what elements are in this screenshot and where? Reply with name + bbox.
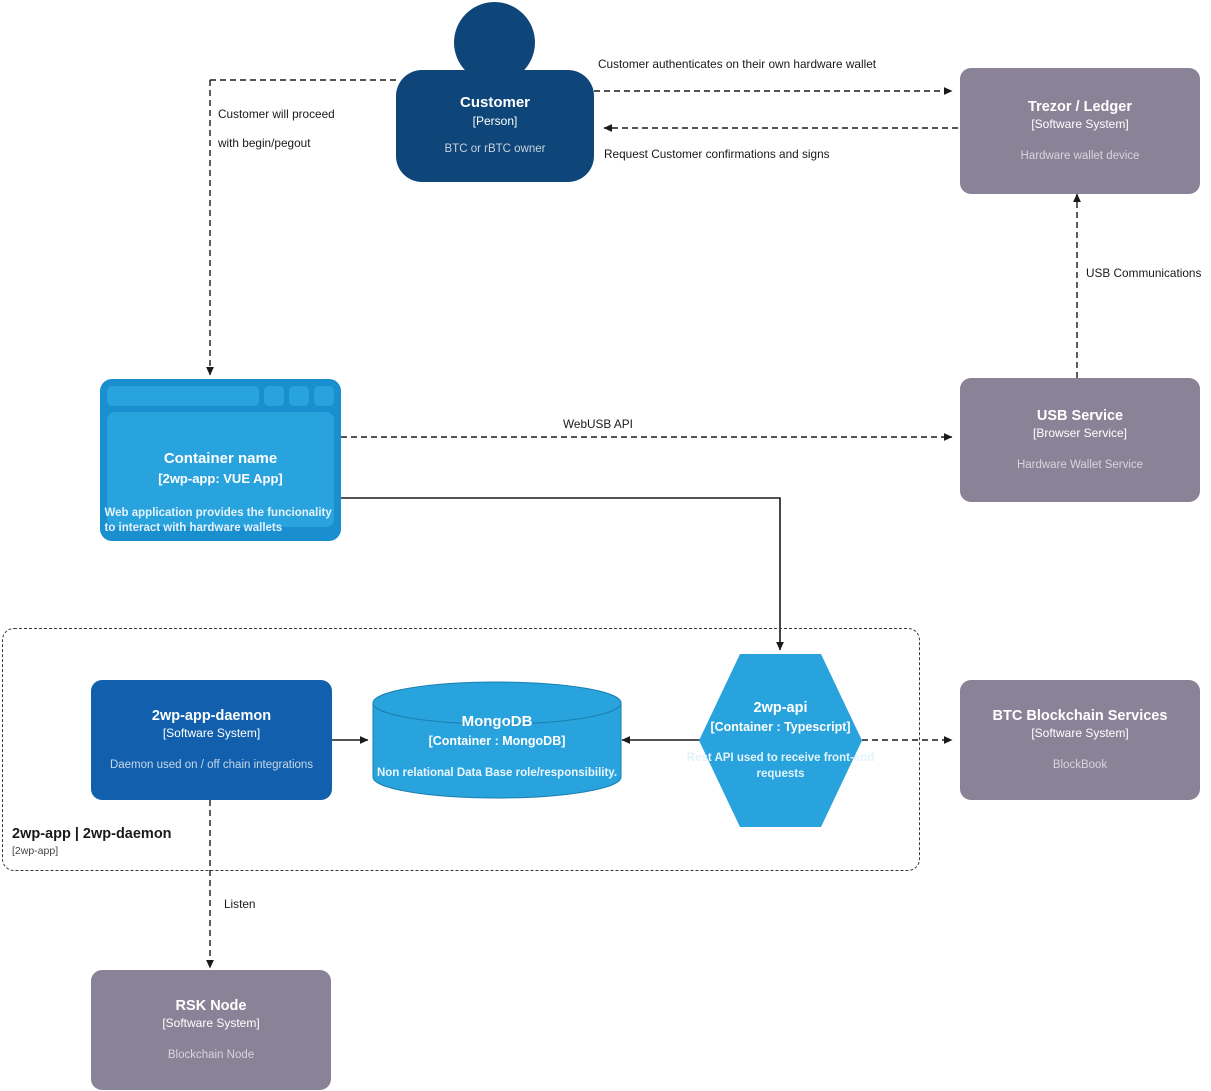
node-desc: Rest API used to receive front-end reque… (686, 752, 875, 780)
browser-title-bar (107, 386, 334, 406)
node-tech: [Software System] (162, 1016, 260, 1030)
node-tech: [Person] (472, 113, 518, 128)
node-vue-app[interactable]: Container name [2wp-app: VUE App] Web ap… (100, 379, 341, 541)
boundary-2wp-app (2, 628, 920, 871)
edge-label-customer-proceed-line2: with begin/pegout (218, 136, 311, 150)
edge-label-customer-proceed-line1: Customer will proceed (218, 107, 335, 121)
node-title: BTC Blockchain Services (992, 707, 1168, 724)
node-2wp-api[interactable]: 2wp-api [Container : Typescript] Rest AP… (687, 653, 874, 828)
node-title: 2wp-api (753, 699, 808, 716)
edge-label-usb-communications: USB Communications (1086, 266, 1202, 280)
node-tech: [Container : Typescript] (710, 719, 851, 734)
node-trezor-ledger[interactable]: Trezor / Ledger [Software System] Hardwa… (960, 68, 1200, 194)
node-tech: [Software System] (162, 726, 261, 740)
edge-label-customer-authenticates: Customer authenticates on their own hard… (598, 57, 877, 71)
node-title: Container name (163, 450, 278, 467)
node-title: USB Service (1036, 407, 1124, 424)
edge-label-listen: Listen (224, 897, 256, 911)
node-desc: Web application provides the funcionalit… (104, 506, 332, 535)
boundary-label: 2wp-app | 2wp-daemon [2wp-app] (12, 826, 172, 857)
edge-label-request-confirmations: Request Customer confirmations and signs (604, 147, 830, 161)
node-usb-service[interactable]: USB Service [Browser Service] Hardware W… (960, 378, 1200, 502)
node-desc: BTC or rBTC owner (444, 143, 546, 156)
node-mongodb-text: MongoDB [Container : MongoDB] Non relati… (372, 681, 622, 799)
node-2wp-api-text: 2wp-api [Container : Typescript] Rest AP… (687, 653, 874, 828)
browser-button-1-icon[interactable] (264, 386, 284, 406)
browser-button-2-icon[interactable] (289, 386, 309, 406)
node-tech: [2wp-app: VUE App] (158, 470, 283, 486)
node-desc: BlockBook (1052, 758, 1108, 771)
node-btc-blockchain-services[interactable]: BTC Blockchain Services [Software System… (960, 680, 1200, 800)
node-mongodb[interactable]: MongoDB [Container : MongoDB] Non relati… (372, 681, 622, 799)
boundary-name: 2wp-app | 2wp-daemon (12, 826, 172, 842)
node-tech: [Browser Service] (1032, 426, 1128, 440)
boundary-tech: [2wp-app] (12, 845, 59, 857)
browser-content: Container name [2wp-app: VUE App] Web ap… (105, 412, 334, 534)
node-title: MongoDB (461, 712, 533, 730)
node-desc: Daemon used on / off chain integrations (109, 758, 314, 771)
person-head-icon (454, 2, 535, 83)
node-title: Trezor / Ledger (1028, 98, 1132, 115)
cylinder-shape-icon (372, 681, 622, 799)
node-title: 2wp-app-daemon (151, 707, 272, 724)
node-desc: Non relational Data Base role/responsibi… (376, 766, 618, 779)
node-tech: [Software System] (1031, 117, 1129, 131)
hexagon-shape-icon (699, 654, 862, 827)
person-body: Customer [Person] BTC or rBTC owner (396, 70, 594, 182)
node-customer[interactable]: Customer [Person] BTC or rBTC owner (396, 2, 594, 182)
node-tech: [Software System] (1031, 726, 1129, 740)
browser-button-3-icon[interactable] (314, 386, 334, 406)
node-desc: Blockchain Node (167, 1048, 255, 1061)
node-rsk-node[interactable]: RSK Node [Software System] Blockchain No… (91, 970, 331, 1090)
node-title: Customer (459, 94, 530, 112)
node-2wp-app-daemon[interactable]: 2wp-app-daemon [Software System] Daemon … (91, 680, 332, 800)
node-title: RSK Node (175, 997, 247, 1014)
node-desc: Hardware wallet device (1020, 149, 1140, 162)
node-desc: Hardware Wallet Service (1016, 458, 1144, 471)
browser-address-bar[interactable] (107, 386, 259, 406)
edge-label-webusb-api: WebUSB API (563, 417, 633, 431)
node-tech: [Container : MongoDB] (428, 734, 566, 749)
